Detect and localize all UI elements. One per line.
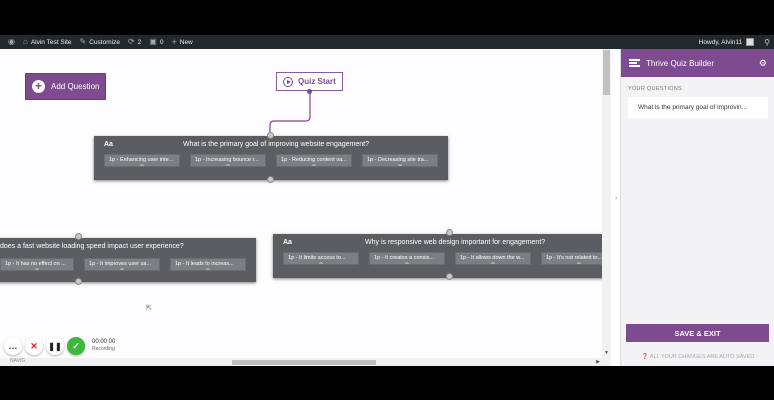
- play-icon: [283, 76, 293, 87]
- comments-link[interactable]: ▣ 0: [149, 37, 164, 46]
- input-port[interactable]: [75, 233, 82, 240]
- question-card[interactable]: Aa Why is responsive web design importan…: [273, 234, 611, 278]
- sidebar-title: Thrive Quiz Builder: [646, 58, 715, 68]
- quiz-builder-sidebar: › Thrive Quiz Builder ⚙ YOUR QUESTIONS W…: [615, 49, 774, 366]
- scroll-right-arrow-icon[interactable]: ▶: [596, 359, 600, 365]
- more-options-button[interactable]: …: [4, 337, 22, 355]
- answer-chip[interactable]: 1p - It allows down the w...: [455, 252, 531, 265]
- account-greeting[interactable]: Howdy, Alvin11: [698, 38, 743, 46]
- vertical-scroll-thumb[interactable]: [603, 50, 610, 95]
- start-output-port[interactable]: [307, 89, 312, 94]
- answer-chip[interactable]: 1p - It's not related to...: [541, 252, 611, 265]
- horizontal-scrollbar[interactable]: ▶: [0, 358, 611, 366]
- updates-link[interactable]: ⟳ 2: [127, 37, 142, 46]
- horizontal-scroll-thumb[interactable]: [232, 360, 376, 365]
- save-exit-button[interactable]: SAVE & EXIT: [626, 324, 769, 342]
- add-circle-icon: +: [32, 80, 45, 93]
- answer-chip[interactable]: 1p - It limits access to...: [283, 252, 359, 265]
- list-icon: [629, 59, 640, 67]
- help-icon: ❓: [641, 354, 649, 360]
- discard-recording-button[interactable]: ✕: [25, 337, 43, 355]
- finish-recording-button[interactable]: ✓: [67, 337, 85, 355]
- answer-chip[interactable]: 1p - It leads to increas...: [170, 258, 246, 271]
- pause-recording-button[interactable]: ❚❚: [46, 337, 64, 355]
- answer-chip[interactable]: 1p - It improves user sa...: [84, 258, 160, 271]
- search-icon[interactable]: ⚲: [764, 37, 770, 47]
- site-name-link[interactable]: ⌂ Alvin Test Site: [22, 37, 72, 46]
- output-port[interactable]: [446, 273, 453, 280]
- gear-icon[interactable]: ⚙: [758, 58, 767, 68]
- quiz-start-node[interactable]: Quiz Start: [276, 72, 343, 91]
- answer-chip[interactable]: 1p - Enhancing user inte...: [104, 154, 180, 167]
- new-content-link[interactable]: + New: [171, 37, 193, 47]
- browser-viewport: ◉ ⌂ Alvin Test Site ✎ Customize ⟳ 2 ▣ 0 …: [0, 35, 774, 366]
- answer-chip[interactable]: 1p - Decreasing site tra...: [362, 154, 438, 167]
- vertical-scrollbar[interactable]: ▼: [602, 49, 611, 358]
- output-port[interactable]: [75, 278, 82, 285]
- text-type-icon: Aa: [104, 141, 113, 148]
- connector-lines: [269, 91, 311, 137]
- wp-logo-icon[interactable]: ◉: [8, 37, 15, 46]
- mouse-cursor-icon: ⇱: [146, 305, 152, 312]
- navigation-label: NAVIG: [10, 358, 26, 364]
- quiz-canvas[interactable]: + Add Question Quiz Start Aa What is the…: [0, 49, 611, 366]
- text-type-icon: Aa: [283, 239, 292, 246]
- question-title: What is the primary goal of improving we…: [183, 141, 369, 148]
- answer-chip[interactable]: 1p - It has no effect on ...: [0, 258, 74, 271]
- input-port[interactable]: [267, 132, 274, 139]
- plus-icon: +: [171, 37, 177, 47]
- question-card[interactable]: does a fast website loading speed impact…: [0, 238, 256, 282]
- customize-link[interactable]: ✎ Customize: [79, 37, 120, 46]
- output-port[interactable]: [267, 176, 274, 183]
- questions-section-label: YOUR QUESTIONS: [628, 86, 683, 92]
- sidebar-header: Thrive Quiz Builder ⚙: [621, 49, 774, 77]
- refresh-icon: ⟳: [127, 37, 135, 46]
- add-question-button[interactable]: + Add Question: [25, 73, 106, 100]
- input-port[interactable]: [446, 229, 453, 236]
- answer-chip[interactable]: 1p - Reducing content va...: [276, 154, 352, 167]
- scroll-down-arrow-icon[interactable]: ▼: [604, 350, 609, 356]
- question-list-item[interactable]: What is the primary goal of improvin...: [628, 97, 768, 118]
- answer-chip[interactable]: 1p - It creates a consis...: [369, 252, 445, 265]
- start-connector: [269, 91, 311, 137]
- question-title: Why is responsive web design important f…: [365, 239, 546, 246]
- question-card[interactable]: Aa What is the primary goal of improving…: [94, 136, 448, 180]
- answer-chip[interactable]: 1p - Increasing bounce r...: [190, 154, 266, 167]
- home-icon: ⌂: [22, 37, 28, 46]
- collapse-sidebar-icon[interactable]: ›: [615, 195, 618, 202]
- avatar[interactable]: [746, 38, 755, 46]
- recording-timer: 00:00:00 Recording: [92, 339, 116, 352]
- recording-toolbar: … ✕ ❚❚ ✓ 00:00:00 Recording: [4, 336, 115, 356]
- comment-icon: ▣: [149, 37, 157, 46]
- autosave-note: ❓ ALL YOUR CHANGES ARE AUTO SAVED: [641, 354, 755, 360]
- brush-icon: ✎: [79, 37, 87, 46]
- wp-admin-bar: ◉ ⌂ Alvin Test Site ✎ Customize ⟳ 2 ▣ 0 …: [0, 35, 774, 49]
- question-title: does a fast website loading speed impact…: [0, 243, 184, 250]
